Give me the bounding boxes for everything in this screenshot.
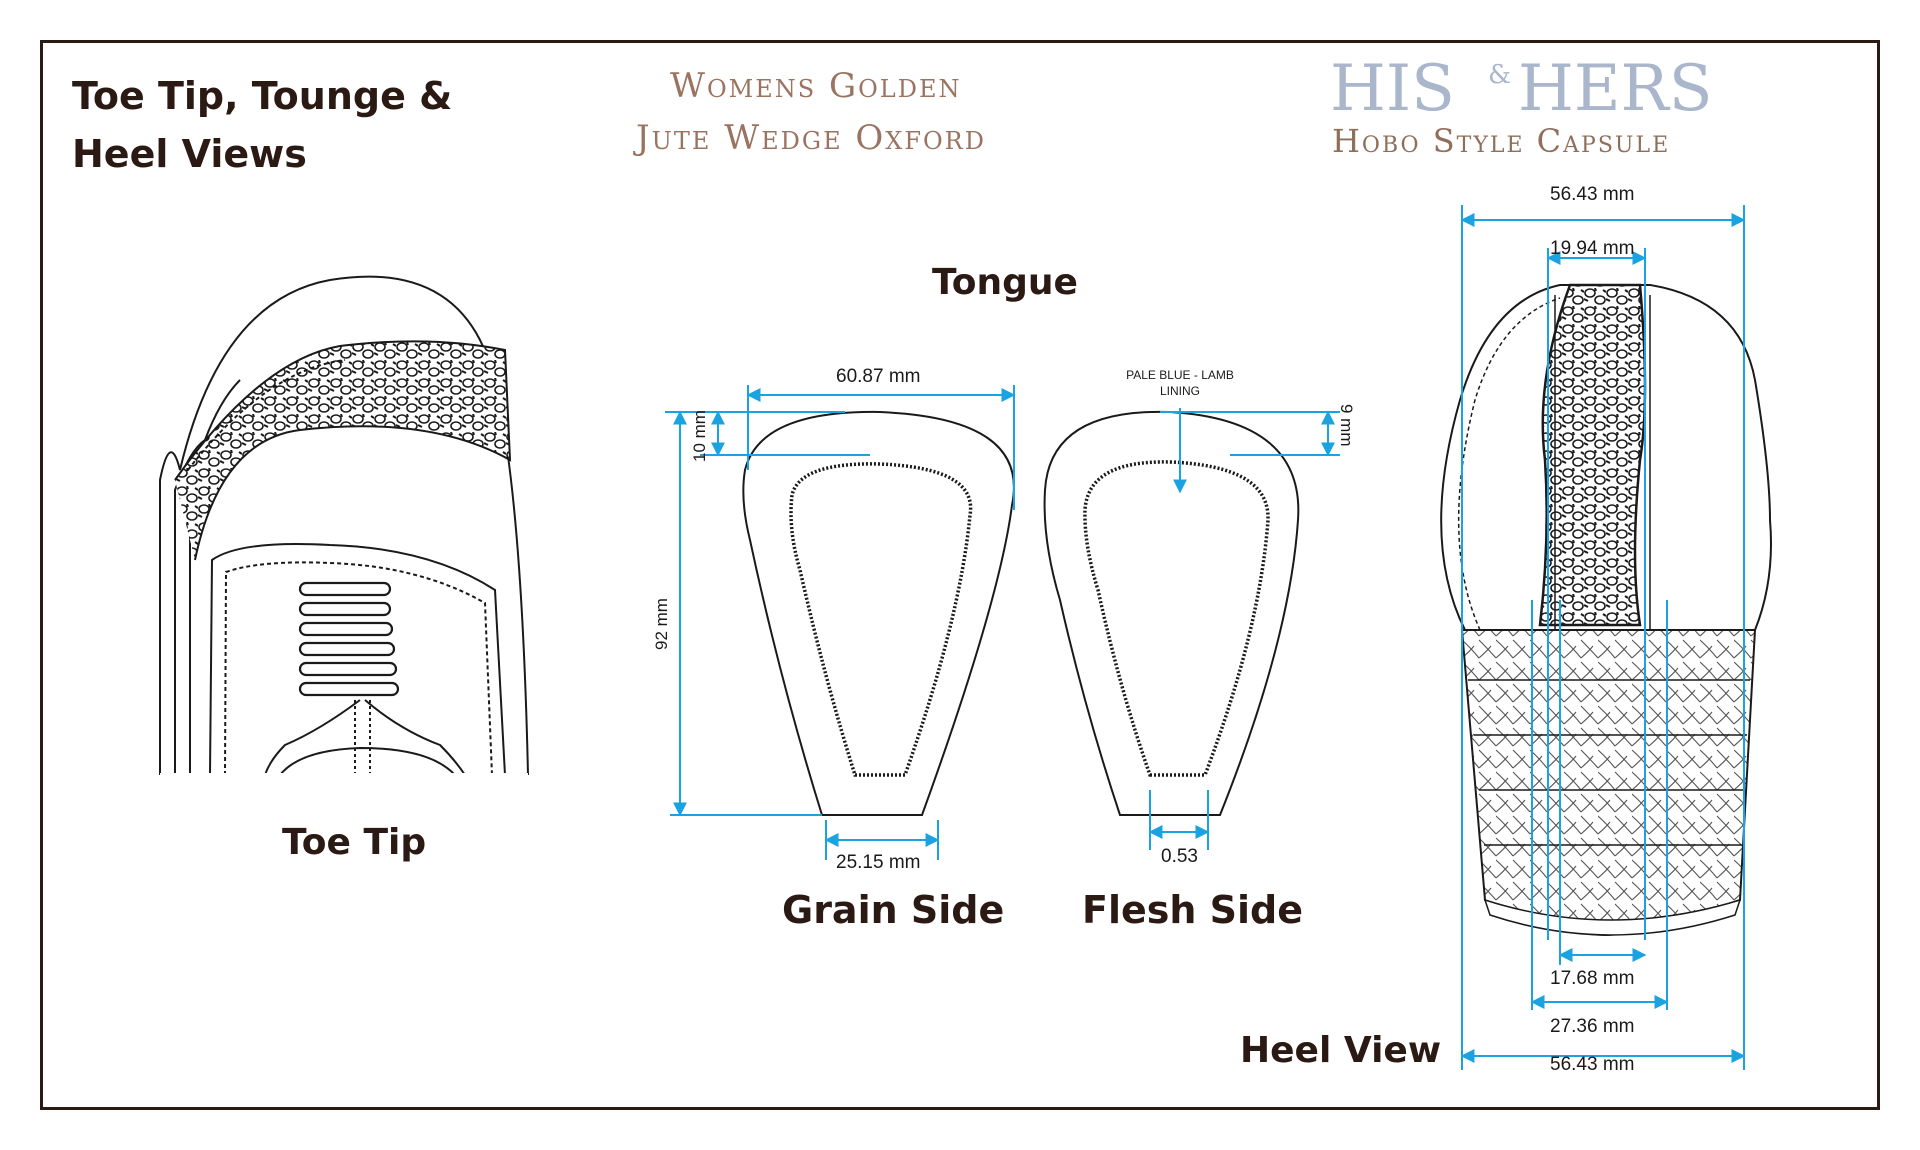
tongue-top-offset-dim: 10 mm xyxy=(690,410,709,462)
grain-side-label: Grain Side xyxy=(782,888,1005,932)
heel-bottom-inner-small-dim: 17.68 mm xyxy=(1550,968,1635,989)
heel-top-inner-dim: 19.94 mm xyxy=(1550,238,1635,259)
section-title-line2: Heel Views xyxy=(72,132,307,176)
brand-hers: HERS xyxy=(1518,52,1713,126)
heel-top-width-dim: 56.43 mm xyxy=(1550,184,1635,205)
brand-his: HIS xyxy=(1330,52,1455,126)
toe-tip-shoe xyxy=(159,275,529,777)
brand-logo: HIS & HERS xyxy=(1330,52,1850,126)
tongue-height-dim: 92 mm xyxy=(652,598,671,650)
tongue-label: Tongue xyxy=(932,262,1078,303)
brand-subtitle: Hobo Style Capsule xyxy=(1332,122,1671,160)
heel-view-label: Heel View xyxy=(1240,1030,1442,1071)
flesh-side-tongue xyxy=(1043,410,1300,816)
product-title-line1: Womens Golden xyxy=(670,66,962,106)
brand-ampersand: & xyxy=(1488,60,1512,90)
drawing-frame xyxy=(40,40,1880,1110)
tongue-bottom-width-dim: 25.15 mm xyxy=(836,852,921,873)
flesh-top-offset-dim: 9 mm xyxy=(1337,404,1356,447)
heel-view xyxy=(1440,283,1772,937)
heel-bottom-inner-large-dim: 27.36 mm xyxy=(1550,1016,1635,1037)
section-title-line1: Toe Tip, Tounge & xyxy=(72,74,453,118)
flesh-side-label: Flesh Side xyxy=(1082,888,1304,932)
grain-side-tongue xyxy=(742,410,1015,816)
heel-bottom-width-dim: 56.43 mm xyxy=(1550,1054,1635,1075)
flesh-bottom-dim: 0.53 xyxy=(1161,846,1198,867)
dimension-lines xyxy=(665,205,1746,1070)
lining-note-line2: LINING xyxy=(1159,384,1200,398)
lining-note-line1: PALE BLUE - LAMB xyxy=(1126,368,1234,382)
product-title-line2: Jute Wedge Oxford xyxy=(636,118,986,158)
toe-tip-label: Toe Tip xyxy=(282,822,427,863)
tongue-width-dim: 60.87 mm xyxy=(836,366,921,387)
